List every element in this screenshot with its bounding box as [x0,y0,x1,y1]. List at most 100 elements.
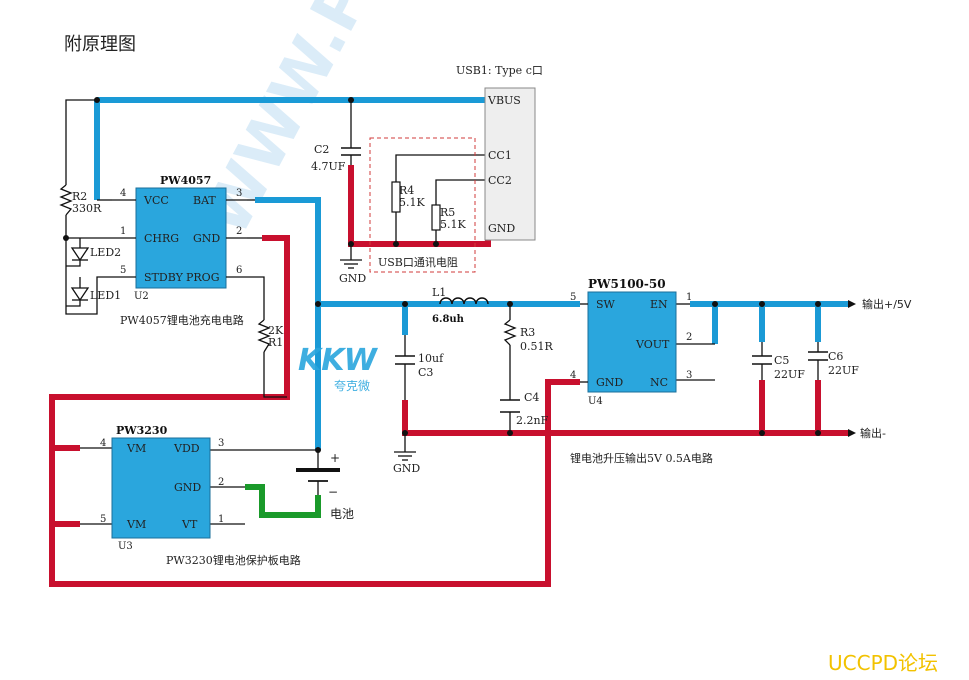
svg-text:1: 1 [218,514,224,525]
r5-ref: R5 [440,206,455,219]
output-minus-label: 输出- [860,426,886,440]
c3-ref: C3 [418,366,433,379]
svg-text:EN: EN [650,298,668,311]
pw5100-ref: U4 [588,396,603,407]
r5-value: 5.1K [440,218,466,231]
r3-value: 0.51R [520,340,553,353]
usb-pin-vbus: VBUS [487,94,521,107]
c3-capacitor: 10uf C3 [395,352,444,379]
battery-label: 电池 [330,507,354,521]
watermark-logo-text: KKW [298,343,379,378]
usb-pin-cc1: CC1 [488,149,512,162]
green-net [245,484,321,518]
svg-text:VT: VT [181,518,198,531]
svg-text:3: 3 [218,438,224,449]
svg-text:VM: VM [126,518,146,531]
c6-value: 22UF [828,364,859,377]
svg-text:NC: NC [650,376,668,389]
pw5100-chip: PW5100-50 5 SW 4 GND 1 EN 2 VOUT 3 NC U4… [570,277,713,465]
r3-ref: R3 [520,326,535,339]
svg-text:PROG: PROG [186,271,220,284]
r2-value: 330R [72,202,102,215]
black-wires [65,99,819,525]
c6-ref: C6 [828,350,843,363]
gnd-label-usb: GND [339,272,366,285]
c2-ref: C2 [314,143,329,156]
r4-ref: R4 [399,184,414,197]
battery: + − 电池 [296,451,354,521]
c4-value: 2.2nF [516,414,549,427]
svg-text:4: 4 [120,188,126,199]
pw3230-name: PW3230 [116,424,168,437]
pw4057-chip: PW4057 4 VCC 1 CHRG 5 STDBY 3 BAT 2 GND … [112,174,247,327]
r2-ref: R2 [72,190,87,203]
output-plus-label: 输出+/5V [862,297,912,311]
svg-text:6: 6 [236,265,242,276]
svg-text:3: 3 [236,188,242,199]
svg-text:3: 3 [686,370,692,381]
watermark-brand: 夸克微 [334,379,370,393]
svg-text:1: 1 [120,226,126,237]
c5-capacitor: C5 22UF [752,354,805,381]
usb-pin-cc2: CC2 [488,174,512,187]
usb-block-label: USB口通讯电阻 [378,256,458,269]
c5-ref: C5 [774,354,789,367]
c6-capacitor: C6 22UF [808,350,859,377]
pw3230-chip: PW3230 4 VM 5 VM 3 VDD 2 GND 1 VT U3 PW3… [100,424,301,567]
c2-capacitor: C2 4.7UF [311,143,361,173]
usb-label: USB1: Type c口 [456,64,543,77]
c4-ref: C4 [524,391,539,404]
svg-text:2: 2 [686,332,692,343]
pw3230-caption: PW3230锂电池保护板电路 [166,553,301,567]
svg-text:GND: GND [596,376,623,389]
watermark-logo: KKW 夸克微 [298,343,379,393]
r1-ref: R1 [268,336,283,349]
svg-text:SW: SW [596,298,616,311]
battery-plus: + [330,451,340,465]
svg-text:STDBY: STDBY [144,271,184,284]
pw3230-ref: U3 [118,541,133,552]
c5-value: 22UF [774,368,805,381]
svg-text:GND: GND [193,232,220,245]
r3-resistor: R3 0.51R [503,319,553,353]
gnd-label-boost: GND [393,462,420,475]
svg-text:5: 5 [120,265,126,276]
svg-text:VDD: VDD [173,442,200,455]
ground-symbol-boost: GND [393,451,420,475]
battery-minus: − [328,485,338,499]
svg-text:5: 5 [100,514,106,525]
svg-text:VCC: VCC [143,194,169,207]
usb-connector: USB1: Type c口 VBUS CC1 CC2 GND [456,64,543,241]
led1-diode: LED1 [66,277,121,307]
pw5100-caption: 锂电池升压输出5V 0.5A电路 [570,451,713,465]
svg-text:CHRG: CHRG [144,232,179,245]
svg-text:4: 4 [570,370,576,381]
r2-resistor: R2 330R [59,184,102,216]
pw5100-name: PW5100-50 [588,277,666,291]
svg-text:1: 1 [686,292,692,303]
svg-text:5: 5 [570,292,576,303]
c3-value: 10uf [418,352,444,365]
l1-value: 6.8uh [432,314,465,325]
blue-nets [94,97,848,450]
junction-dots [63,97,821,453]
l1-ref: L1 [432,286,446,299]
led2-diode: LED2 [66,238,121,267]
svg-text:VOUT: VOUT [635,338,670,351]
svg-text:4: 4 [100,438,106,449]
r1-value: 2K [268,324,284,337]
pw4057-caption: PW4057锂电池充电电路 [120,313,244,327]
r4-resistor [391,181,401,213]
footer-brand: UCCPD论坛 [828,651,938,675]
usb-cc-block: USB口通讯电阻 R4 5.1K R5 5.1K [369,137,476,273]
c4-capacitor: C4 2.2nF [500,391,549,427]
r5-resistor [431,204,441,231]
svg-text:2: 2 [218,477,224,488]
svg-text:2: 2 [236,226,242,237]
pw4057-name: PW4057 [160,174,211,187]
r1-resistor: 2K R1 [257,319,284,353]
svg-text:GND: GND [174,481,201,494]
l1-inductor: L1 6.8uh [432,286,489,325]
svg-text:VM: VM [126,442,146,455]
